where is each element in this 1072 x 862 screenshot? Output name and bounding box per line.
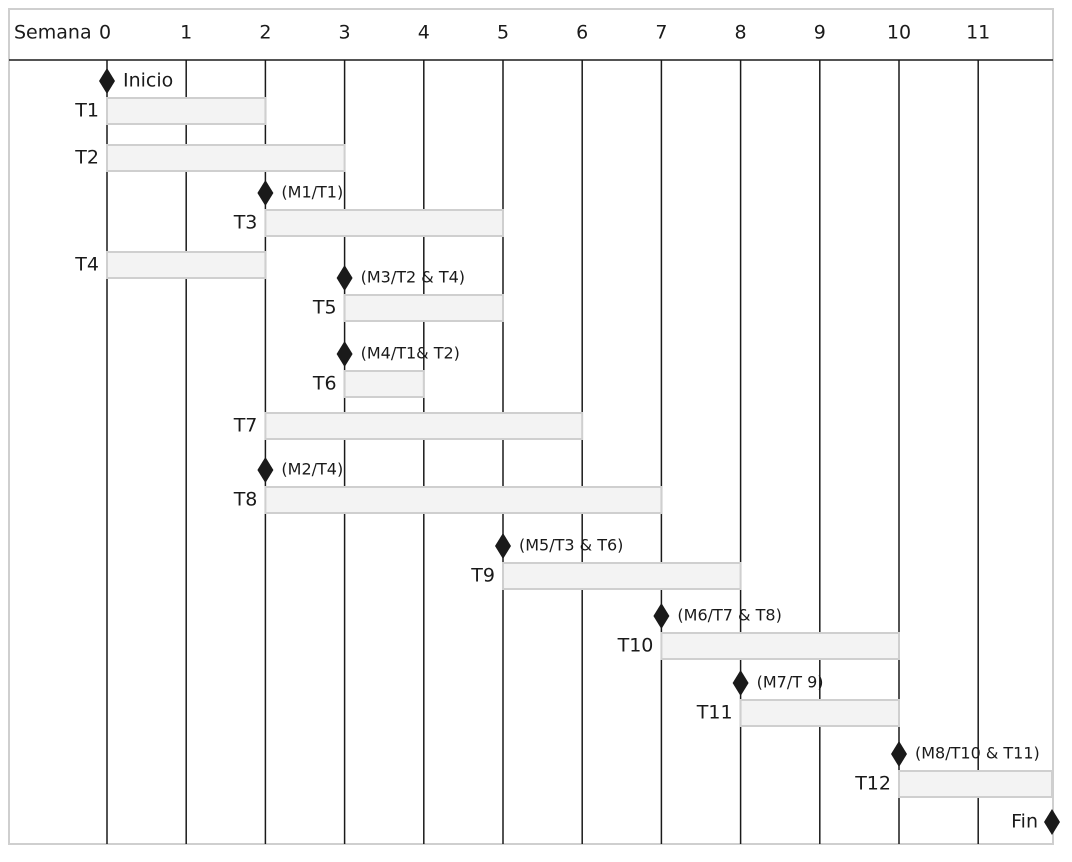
milestone-label-t11: (M7/T 9) bbox=[757, 673, 824, 692]
end-milestone-icon bbox=[1044, 809, 1060, 835]
week-tick-11: 11 bbox=[966, 22, 990, 44]
task-bar-t9 bbox=[502, 562, 742, 590]
task-bar-t4 bbox=[106, 251, 267, 279]
milestone-t9-icon bbox=[495, 533, 511, 559]
milestone-t5-icon bbox=[336, 265, 353, 291]
task-label-t1: T1 bbox=[74, 100, 99, 122]
task-bar-t1 bbox=[106, 97, 267, 125]
milestone-t8-icon bbox=[257, 457, 274, 483]
milestones: Inicio (M1/T1) (M3/T2 & T4) (M4/T1& T2) (M2/… bbox=[99, 68, 1060, 835]
task-label-t12: T12 bbox=[854, 773, 891, 795]
milestone-t12-icon bbox=[891, 741, 907, 767]
milestone-label-t9: (M5/T3 & T6) bbox=[519, 536, 623, 555]
task-label-t5: T5 bbox=[312, 297, 337, 319]
milestone-label-t6: (M4/T1& T2) bbox=[361, 344, 460, 363]
week-tick-5: 5 bbox=[497, 22, 509, 44]
week-tick-1: 1 bbox=[180, 22, 192, 44]
task-bars bbox=[106, 97, 1053, 798]
milestone-label-t10: (M6/T7 & T8) bbox=[677, 606, 781, 625]
week-tick-0: 0 bbox=[99, 22, 111, 44]
milestone-label-t12: (M8/T10 & T11) bbox=[915, 744, 1040, 763]
task-label-t11: T11 bbox=[696, 702, 733, 724]
week-tick-9: 9 bbox=[814, 22, 826, 44]
task-bar-t6 bbox=[343, 370, 425, 398]
task-bar-t12 bbox=[898, 770, 1053, 798]
end-label: Fin bbox=[1011, 811, 1038, 833]
task-bar-t7 bbox=[264, 412, 584, 440]
milestone-label-t5: (M3/T2 & T4) bbox=[361, 268, 465, 287]
task-label-t8: T8 bbox=[233, 489, 258, 511]
start-label: Inicio bbox=[123, 70, 173, 92]
task-bar-t5 bbox=[343, 294, 504, 322]
week-tick-10: 10 bbox=[887, 22, 911, 44]
task-label-t2: T2 bbox=[74, 147, 99, 169]
milestone-label-t3: (M1/T1) bbox=[281, 183, 343, 202]
task-label-t4: T4 bbox=[74, 254, 99, 276]
milestone-t3-icon bbox=[257, 180, 274, 206]
task-label-t7: T7 bbox=[233, 415, 258, 437]
milestone-t6-icon bbox=[336, 341, 353, 367]
task-bar-t10 bbox=[660, 632, 901, 660]
task-label-t6: T6 bbox=[312, 373, 337, 395]
task-label-t10: T10 bbox=[617, 635, 654, 657]
milestone-t10-icon bbox=[653, 603, 670, 629]
task-bar-t8 bbox=[264, 486, 663, 514]
week-tick-7: 7 bbox=[655, 22, 667, 44]
grid-lines bbox=[106, 60, 979, 844]
milestone-label-t8: (M2/T4) bbox=[281, 460, 343, 479]
week-tick-4: 4 bbox=[418, 22, 430, 44]
week-tick-3: 3 bbox=[339, 22, 351, 44]
start-milestone-icon bbox=[99, 68, 115, 94]
week-tick-2: 2 bbox=[259, 22, 271, 44]
week-tick-8: 8 bbox=[735, 22, 747, 44]
task-bar-t3 bbox=[264, 209, 504, 237]
week-header: Semana 0 1 2 3 4 5 6 7 8 9 10 11 bbox=[14, 22, 990, 44]
task-bar-t11 bbox=[739, 699, 900, 727]
axis-label: Semana bbox=[14, 22, 92, 44]
week-tick-6: 6 bbox=[576, 22, 588, 44]
task-label-t3: T3 bbox=[233, 212, 258, 234]
task-label-t9: T9 bbox=[470, 565, 495, 587]
task-bar-t2 bbox=[106, 144, 346, 172]
milestone-t11-icon bbox=[732, 670, 749, 696]
